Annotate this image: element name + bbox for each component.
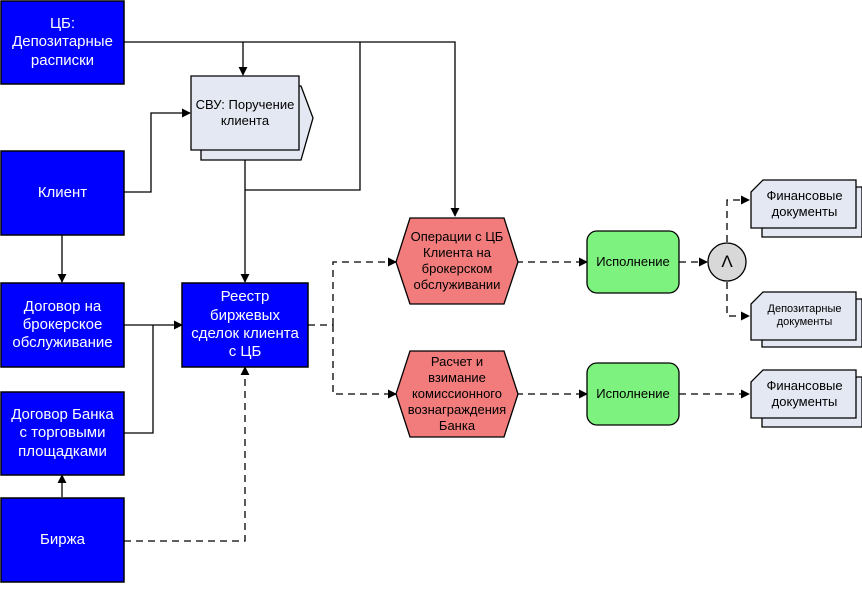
label-execution-1: Исполнение (596, 254, 670, 270)
node-fin-docs-1 (750, 179, 862, 238)
label-bank-platforms-agreement: Договор Банка с торговыми площадками (11, 406, 114, 460)
label-exchange: Биржа (40, 530, 85, 548)
node-fin-docs-2 (750, 369, 862, 428)
edge-and-to-findocs1 (726, 195, 750, 242)
edge-exchange-to-registry (124, 366, 250, 542)
edge-registry-to-operations (332, 257, 397, 325)
edge-and-to-depodocs (726, 282, 750, 321)
edge-cb-to-operations (124, 41, 460, 217)
node-commission (395, 350, 519, 438)
label-fin-docs-1: Финансовые документы (766, 188, 843, 219)
label-commission: Расчет и взимание комиссионного вознагра… (407, 354, 507, 433)
node-cb-receipts (0, 0, 125, 85)
label-execution-2: Исполнение (596, 386, 670, 402)
node-deals-registry (181, 282, 309, 368)
events (395, 217, 519, 438)
label-svu-order: СВУ: Поручение клиента (195, 97, 295, 128)
node-exchange (0, 497, 125, 583)
edge-cb-to-registry-loop (245, 42, 361, 191)
label-depo-docs: Депозитарные документы (767, 302, 842, 328)
node-client (0, 150, 125, 236)
label-cb-receipts: ЦБ: Депозитарные расписки (12, 15, 113, 69)
edge-bank-to-registry (124, 325, 154, 434)
node-client-operations (395, 217, 519, 305)
node-bank-platforms-agreement (0, 391, 125, 476)
blue-boxes (0, 0, 309, 583)
node-execution-1 (586, 230, 680, 294)
dashed-connectors (124, 195, 750, 542)
edge-client-to-svu (124, 108, 191, 193)
label-brokerage-agreement: Договор на брокерское обслуживание (12, 297, 113, 352)
solid-connectors (57, 41, 460, 497)
label-client: Клиент (37, 183, 88, 201)
node-svu-order (190, 75, 314, 161)
functions (586, 230, 680, 426)
label-fin-docs-2: Финансовые документы (766, 378, 843, 409)
edge-registry-to-commission (332, 325, 397, 399)
label-client-operations: Операции с ЦБ Клиента на брокерском обсл… (410, 229, 504, 292)
label-deals-registry: Реестр биржевых сделок клиента с ЦБ (191, 288, 299, 361)
and-connector-circle (707, 242, 747, 282)
node-depo-docs (750, 291, 862, 348)
output-documents (750, 179, 862, 428)
node-brokerage-agreement (0, 282, 125, 368)
label-and-connector: Λ (721, 251, 733, 271)
node-execution-2 (586, 362, 680, 426)
